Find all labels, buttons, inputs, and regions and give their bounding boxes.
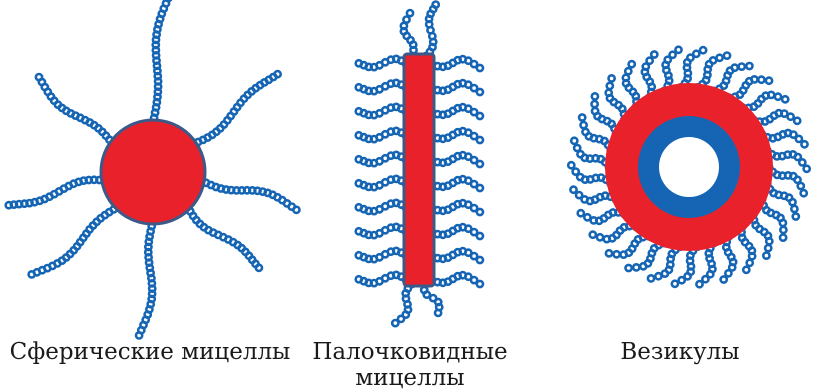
- caption-rod-micelles: Палочковидные мицеллы: [310, 339, 510, 391]
- rod-chain-right: [429, 80, 483, 95]
- rod-chain-right: [429, 56, 483, 71]
- rod-chain-top: [401, 10, 417, 59]
- rod-chain-right: [429, 224, 483, 239]
- rod-chain-right: [429, 152, 483, 167]
- rod-chain-left: [356, 56, 409, 70]
- rod-micelle: [356, 2, 483, 327]
- vesicle: [568, 47, 810, 288]
- rod-chain-bottom: [392, 281, 415, 326]
- rod-chain-right: [429, 248, 483, 263]
- spherical-chain: [6, 177, 108, 209]
- rod-chain-left: [356, 152, 409, 166]
- vesicle-aqueous-core: [659, 137, 719, 197]
- spherical-chain: [198, 177, 299, 213]
- rod-chain-right: [429, 104, 483, 119]
- spherical-core: [101, 120, 205, 224]
- spherical-micelle: [6, 0, 300, 338]
- rod-chain-right: [429, 176, 483, 191]
- spherical-chain: [29, 204, 122, 278]
- caption-spherical-micelles: Сферические мицеллы: [0, 339, 300, 365]
- rod-chain-left: [356, 104, 409, 118]
- rod-chain-left: [356, 272, 409, 286]
- spherical-chain: [150, 0, 176, 126]
- spherical-chain: [136, 218, 156, 339]
- spherical-chain: [190, 71, 281, 147]
- caption-vesicles: Везикулы: [590, 339, 770, 365]
- rod-chain-right: [429, 200, 483, 215]
- rod-core: [404, 54, 434, 286]
- caption-rod-line1: Палочковидные: [310, 339, 510, 365]
- rod-chain-top: [423, 2, 439, 60]
- rod-chain-right: [429, 272, 483, 287]
- rod-chain-left: [356, 248, 409, 262]
- spherical-chain: [36, 74, 116, 147]
- rod-chain-left: [356, 128, 409, 142]
- rod-chain-left: [356, 200, 409, 214]
- rod-chain-left: [356, 224, 409, 238]
- caption-rod-line2: мицеллы: [310, 365, 510, 391]
- rod-chain-right: [429, 128, 483, 143]
- rod-chain-left: [356, 80, 409, 94]
- rod-chain-left: [356, 176, 409, 190]
- spherical-chain: [185, 204, 263, 271]
